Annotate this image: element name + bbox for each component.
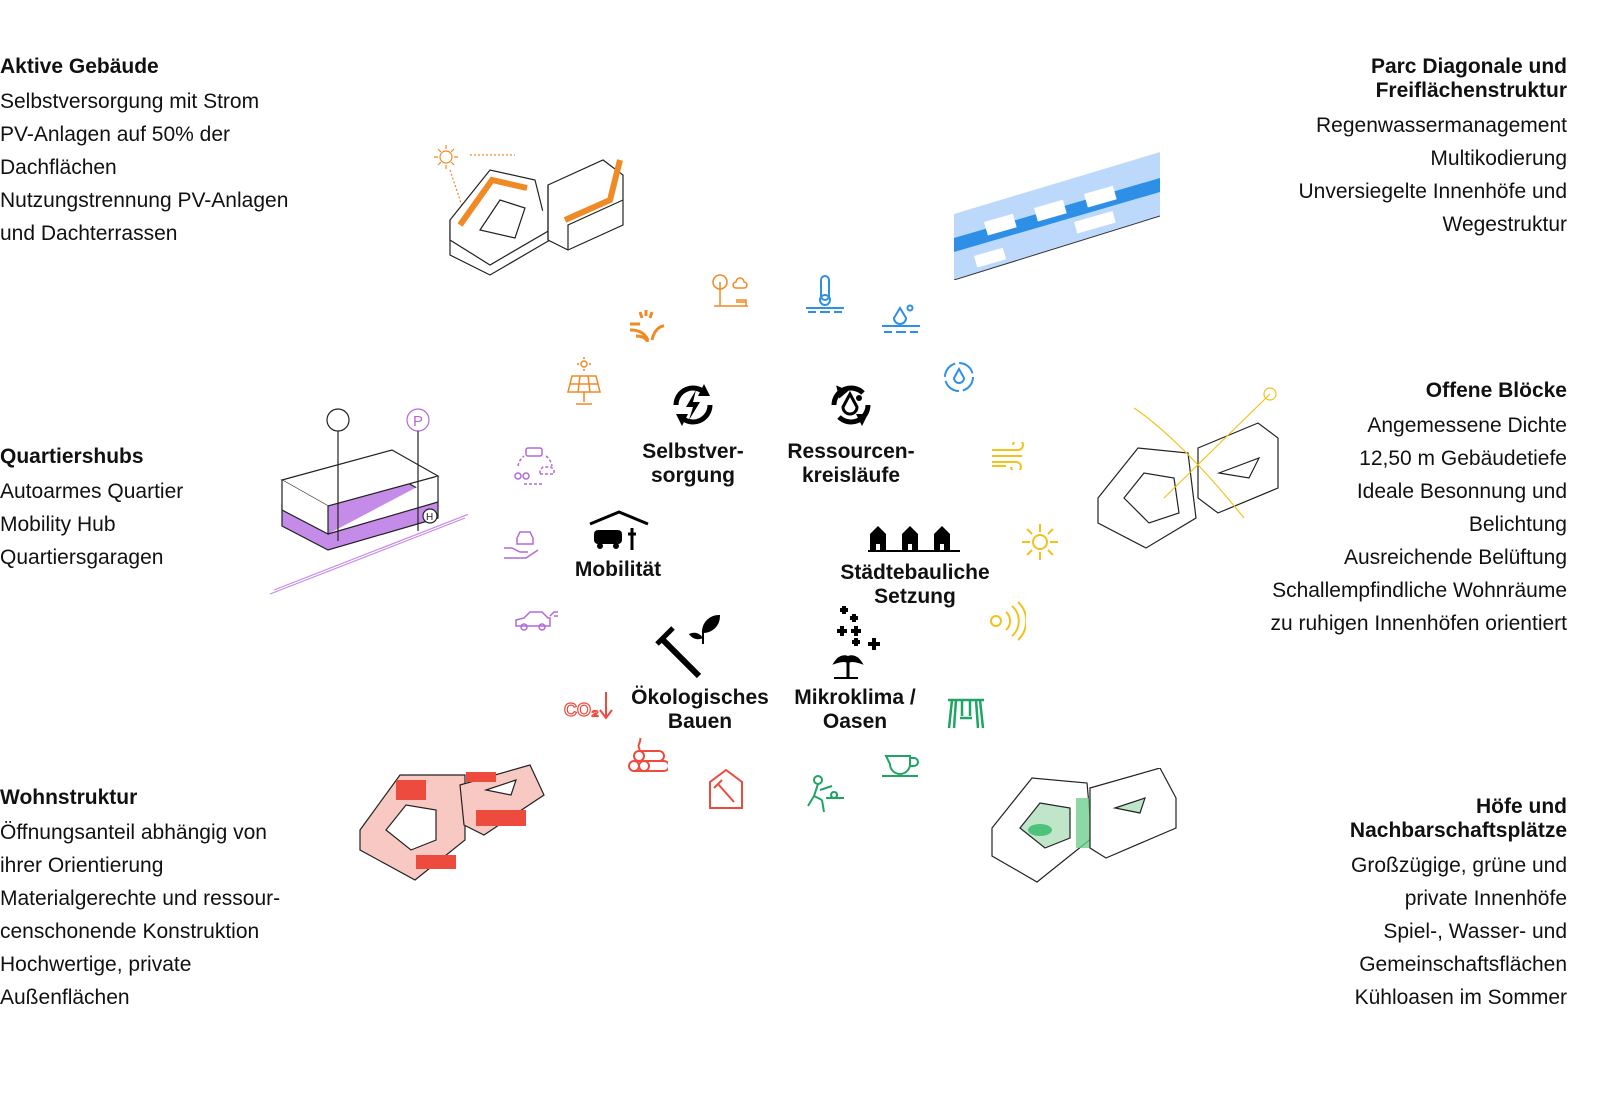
block-title: Nachbarschaftsplätze (1349, 819, 1567, 842)
parking-label: P (413, 413, 423, 430)
block-title: Aktive Gebäude (0, 55, 159, 78)
field-sun-icon (626, 308, 664, 342)
water-drop-surface-icon (880, 302, 922, 334)
sound-waves-icon (988, 600, 1026, 642)
residential-facade-illustration (356, 760, 548, 884)
block-line: Außenflächen (0, 986, 130, 1009)
block-line: Hochwertige, private (0, 953, 192, 976)
pv-roof-buildings-illustration (430, 140, 640, 280)
label-ressourcenkreislaeufe: Ressourcen-kreisläufe (787, 440, 915, 487)
water-cycle-icon (824, 378, 878, 432)
car-sharing-hand-icon (502, 530, 540, 562)
energy-cycle-icon (666, 378, 720, 432)
block-parc-diagonale: Parc Diagonale und Freiflächenstruktur R… (1298, 55, 1567, 241)
playing-person-icon (804, 772, 846, 814)
block-hoefe: Höfe und Nachbarschaftsplätze Großzügige… (1350, 795, 1567, 1014)
block-line: Großzügige, grüne und (1351, 854, 1567, 877)
coffee-cup-icon (880, 752, 920, 778)
block-line: private Innenhöfe (1404, 887, 1567, 910)
parc-diagonale-map-illustration (954, 152, 1160, 280)
block-quartiershubs: Quartiershubs Autoarmes Quartier Mobilit… (0, 445, 183, 574)
block-line: Ausreichende Belüftung (1344, 546, 1567, 569)
block-title: Freiflächenstruktur (1375, 79, 1567, 102)
park-trees-icon (710, 272, 750, 308)
co2-reduction-icon: CO₂ (564, 690, 614, 722)
block-line: 12,50 m Gebäudetiefe (1359, 447, 1567, 470)
block-line: Ideale Besonnung und (1356, 480, 1567, 503)
courtyards-illustration (990, 768, 1180, 884)
block-line: Unversiegelte Innenhöfe und (1298, 180, 1567, 203)
label-selbstversorgung: Selbstver-sorgung (642, 440, 744, 487)
palm-sparkles-icon (830, 604, 884, 680)
hub-label: H (426, 512, 433, 523)
sun-icon (1020, 522, 1060, 562)
block-line: Öffnungsanteil abhängig von (0, 821, 267, 844)
thermometer-icon (804, 274, 846, 314)
solar-panel-icon (566, 356, 602, 406)
label-mikroklima-oasen: Mikroklima /Oasen (794, 686, 916, 733)
block-line: Mobility Hub (0, 513, 116, 536)
block-line: censchonende Konstruktion (0, 920, 260, 943)
block-wohnstruktur: Wohnstruktur Öffnungsanteil abhängig von… (0, 786, 280, 1014)
block-line: Selbstversorgung mit Strom (0, 90, 260, 113)
block-line: Regenwassermanagement (1316, 114, 1567, 137)
open-blocks-illustration (1094, 378, 1294, 554)
block-line: Kühloasen im Sommer (1354, 986, 1567, 1009)
house-hammer-icon (708, 766, 744, 810)
block-line: Wegestruktur (1442, 213, 1568, 236)
block-line: und Dachterrassen (0, 222, 178, 245)
block-line: ihrer Orientierung (0, 854, 164, 877)
block-title: Offene Blöcke (1425, 379, 1567, 402)
swing-icon (946, 696, 986, 730)
block-offene-bloecke: Offene Blöcke Angemessene Dichte 12,50 m… (1270, 379, 1567, 640)
block-line: PV-Anlagen auf 50% der (0, 123, 230, 146)
block-line: Quartiersgaragen (0, 546, 164, 569)
label-mobilitaet: Mobilität (574, 558, 662, 581)
block-line: Angemessene Dichte (1367, 414, 1567, 437)
timber-logs-icon (626, 738, 668, 774)
block-line: Multikodierung (1430, 147, 1567, 170)
block-title: Wohnstruktur (0, 786, 138, 809)
electric-car-icon (514, 608, 560, 632)
block-line: Gemeinschaftsflächen (1359, 953, 1567, 976)
block-title: Höfe und (1476, 795, 1567, 818)
block-line: Materialgerechte und ressour- (0, 887, 281, 910)
block-line: Spiel-, Wasser- und (1383, 920, 1567, 943)
wind-icon (990, 442, 1028, 470)
block-line: Nutzungstrennung PV-Anlagen (0, 189, 289, 212)
block-title: Quartiershubs (0, 445, 144, 468)
block-line: Autoarmes Quartier (0, 480, 184, 503)
multimodal-cycle-icon (510, 446, 558, 486)
water-recycle-icon (942, 360, 976, 394)
block-line: Belichtung (1468, 513, 1567, 536)
co2-text: CO₂ (564, 700, 599, 720)
block-aktive-gebaeude: Aktive Gebäude Selbstversorgung mit Stro… (0, 55, 288, 250)
block-line: Schallempfindliche Wohnräume (1272, 579, 1567, 602)
hammer-sprout-icon (655, 612, 725, 680)
block-line: zu ruhigen Innenhöfen orientiert (1270, 612, 1567, 635)
garage-car-bike-icon (588, 510, 650, 552)
block-title: Parc Diagonale und (1370, 55, 1567, 78)
block-line: Dachflächen (0, 156, 117, 179)
houses-row-icon (868, 524, 960, 552)
